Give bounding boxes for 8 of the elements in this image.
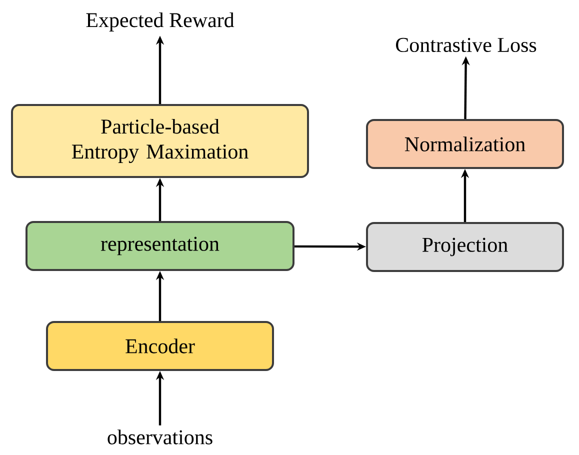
output-label: Contrastive Loss — [396, 38, 536, 52]
process-box: Encoder — [46, 321, 274, 371]
process-box: representation — [26, 221, 294, 271]
process-box: Particle-based Entropy Maximation — [11, 104, 309, 178]
process-box: Projection — [366, 222, 564, 272]
output-label: Expected Reward — [86, 12, 234, 32]
input-label: observations — [108, 430, 212, 444]
process-box: Normalization — [366, 119, 564, 169]
